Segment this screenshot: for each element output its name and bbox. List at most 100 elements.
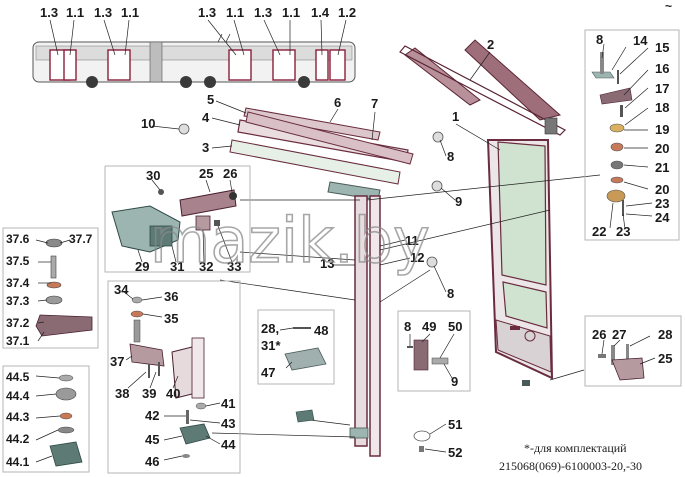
pedal-box bbox=[257, 309, 335, 385]
upper-parts-labels: 8 14 15 16 17 18 19 20 21 20 22 23 23 24 bbox=[592, 32, 670, 239]
lock-box bbox=[104, 165, 251, 273]
part-label-50: 50 bbox=[448, 319, 462, 334]
part-label-13: 13 bbox=[320, 256, 334, 271]
hinge-box bbox=[2, 227, 99, 349]
roller-labels: 44.5 44.4 44.3 44.2 44.1 bbox=[6, 370, 30, 469]
corner-mark: ~ bbox=[665, 0, 672, 13]
part-label-34: 34 bbox=[114, 282, 129, 297]
part-label-8-mid: 8 bbox=[447, 286, 454, 301]
part-label-25-lock: 25 bbox=[199, 166, 213, 181]
part-label-38: 38 bbox=[115, 386, 129, 401]
part-label-9-stop: 9 bbox=[451, 374, 458, 389]
bus-label-4: 1.1 bbox=[121, 5, 139, 20]
catch-box bbox=[584, 315, 682, 387]
part-label-44-4: 44.4 bbox=[6, 389, 30, 403]
part-label-4: 4 bbox=[202, 110, 210, 125]
part-label-37-7: 37.7 bbox=[69, 232, 93, 246]
part-label-1: 1 bbox=[452, 109, 459, 124]
part-label-18: 18 bbox=[655, 100, 669, 115]
part-label-20a: 20 bbox=[655, 141, 669, 156]
part-label-33: 33 bbox=[227, 259, 241, 274]
part-label-3: 3 bbox=[202, 140, 209, 155]
part-label-36: 36 bbox=[164, 289, 178, 304]
watermark-text: mazik.by bbox=[150, 204, 430, 277]
part-label-10: 10 bbox=[141, 116, 155, 131]
part-label-7: 7 bbox=[371, 96, 378, 111]
part-label-37-5: 37.5 bbox=[6, 254, 30, 268]
part-label-17: 17 bbox=[655, 81, 669, 96]
roller-box bbox=[2, 365, 90, 473]
part-label-44-2: 44.2 bbox=[6, 432, 30, 446]
part-label-37-4: 37.4 bbox=[6, 276, 30, 290]
part-label-37-6: 37.6 bbox=[6, 232, 30, 246]
part-label-21: 21 bbox=[655, 160, 669, 175]
part-label-23b: 23 bbox=[616, 224, 630, 239]
leader-lines bbox=[211, 174, 601, 438]
bus-label-3: 1.3 bbox=[94, 5, 112, 20]
stop-labels: 8 49 50 9 bbox=[404, 319, 462, 389]
part-label-37-3: 37.3 bbox=[6, 294, 30, 308]
part-label-27: 27 bbox=[612, 327, 626, 342]
part-label-8-upper: 8 bbox=[596, 32, 603, 47]
part-label-48: 48 bbox=[314, 323, 328, 338]
part-label-44-5: 44.5 bbox=[6, 370, 30, 384]
door-panel bbox=[399, 39, 567, 386]
part-label-9-main: 9 bbox=[455, 194, 462, 209]
bus-labels: 1.3 1.1 1.3 1.1 1.3 1.1 1.3 1.1 1.4 1.2 bbox=[40, 5, 356, 56]
stop-parts bbox=[407, 333, 455, 379]
part-label-20b: 20 bbox=[655, 182, 669, 197]
bus-label-9: 1.4 bbox=[311, 5, 330, 20]
part-label-12: 12 bbox=[410, 250, 424, 265]
part-label-8-stop: 8 bbox=[404, 319, 411, 334]
part-label-31: 31 bbox=[170, 259, 184, 274]
lock-labels: 30 25 26 29 31 32 33 bbox=[135, 166, 241, 274]
part-label-26-lock: 26 bbox=[223, 166, 237, 181]
bus-label-10: 1.2 bbox=[338, 5, 356, 20]
part-label-44: 44 bbox=[221, 437, 236, 452]
part-label-37-2: 37.2 bbox=[6, 316, 30, 330]
part-label-29: 29 bbox=[135, 259, 149, 274]
part-label-22: 22 bbox=[592, 224, 606, 239]
part-label-44-1: 44.1 bbox=[6, 455, 30, 469]
hinge-parts bbox=[35, 238, 93, 342]
footnote-line-2: 215068(069)-6100003-20,-30 bbox=[499, 459, 642, 473]
bus-label-6: 1.1 bbox=[226, 5, 244, 20]
door-pillar bbox=[349, 195, 438, 457]
part-label-6: 6 bbox=[334, 95, 341, 110]
part-label-2: 2 bbox=[487, 37, 494, 52]
part-label-23a: 23 bbox=[655, 196, 669, 211]
catch-labels: 26 27 28 25 bbox=[592, 327, 672, 366]
part-label-26-catch: 26 bbox=[592, 327, 606, 342]
bus-illustration bbox=[32, 33, 356, 88]
bus-label-7: 1.3 bbox=[254, 5, 272, 20]
part-label-32: 32 bbox=[199, 259, 213, 274]
bus-label-5: 1.3 bbox=[198, 5, 216, 20]
part-label-19: 19 bbox=[655, 122, 669, 137]
part-label-39: 39 bbox=[142, 386, 156, 401]
hinge-labels: 37.6 37.7 37.5 37.4 37.3 37.2 37.1 bbox=[6, 232, 93, 348]
bracket-labels: 34 36 35 37 38 39 40 41 42 43 44 45 46 bbox=[110, 282, 236, 469]
bottom-items: 51 52 bbox=[413, 417, 462, 460]
part-label-30: 30 bbox=[146, 168, 160, 183]
guide-rails bbox=[178, 107, 444, 201]
part-label-46: 46 bbox=[145, 454, 159, 469]
footnote-line-1: *-для комплектаций bbox=[524, 441, 627, 455]
part-label-5: 5 bbox=[207, 92, 214, 107]
pedal-labels: 28, 48 31* 47 bbox=[261, 321, 328, 380]
part-label-35: 35 bbox=[164, 311, 178, 326]
lock-assembly bbox=[111, 179, 237, 263]
part-label-28-pedal: 28, bbox=[261, 321, 279, 336]
bus-label-8: 1.1 bbox=[282, 5, 300, 20]
bracket-assembly bbox=[123, 291, 221, 461]
bus-label-2: 1.1 bbox=[66, 5, 84, 20]
roller-parts bbox=[35, 374, 83, 467]
part-label-52: 52 bbox=[448, 445, 462, 460]
bracket-assembly-box bbox=[107, 280, 241, 474]
part-label-25-catch: 25 bbox=[658, 351, 672, 366]
part-label-41: 41 bbox=[221, 396, 235, 411]
part-label-15: 15 bbox=[655, 40, 669, 55]
part-label-42: 42 bbox=[145, 408, 159, 423]
part-label-51: 51 bbox=[448, 417, 462, 432]
